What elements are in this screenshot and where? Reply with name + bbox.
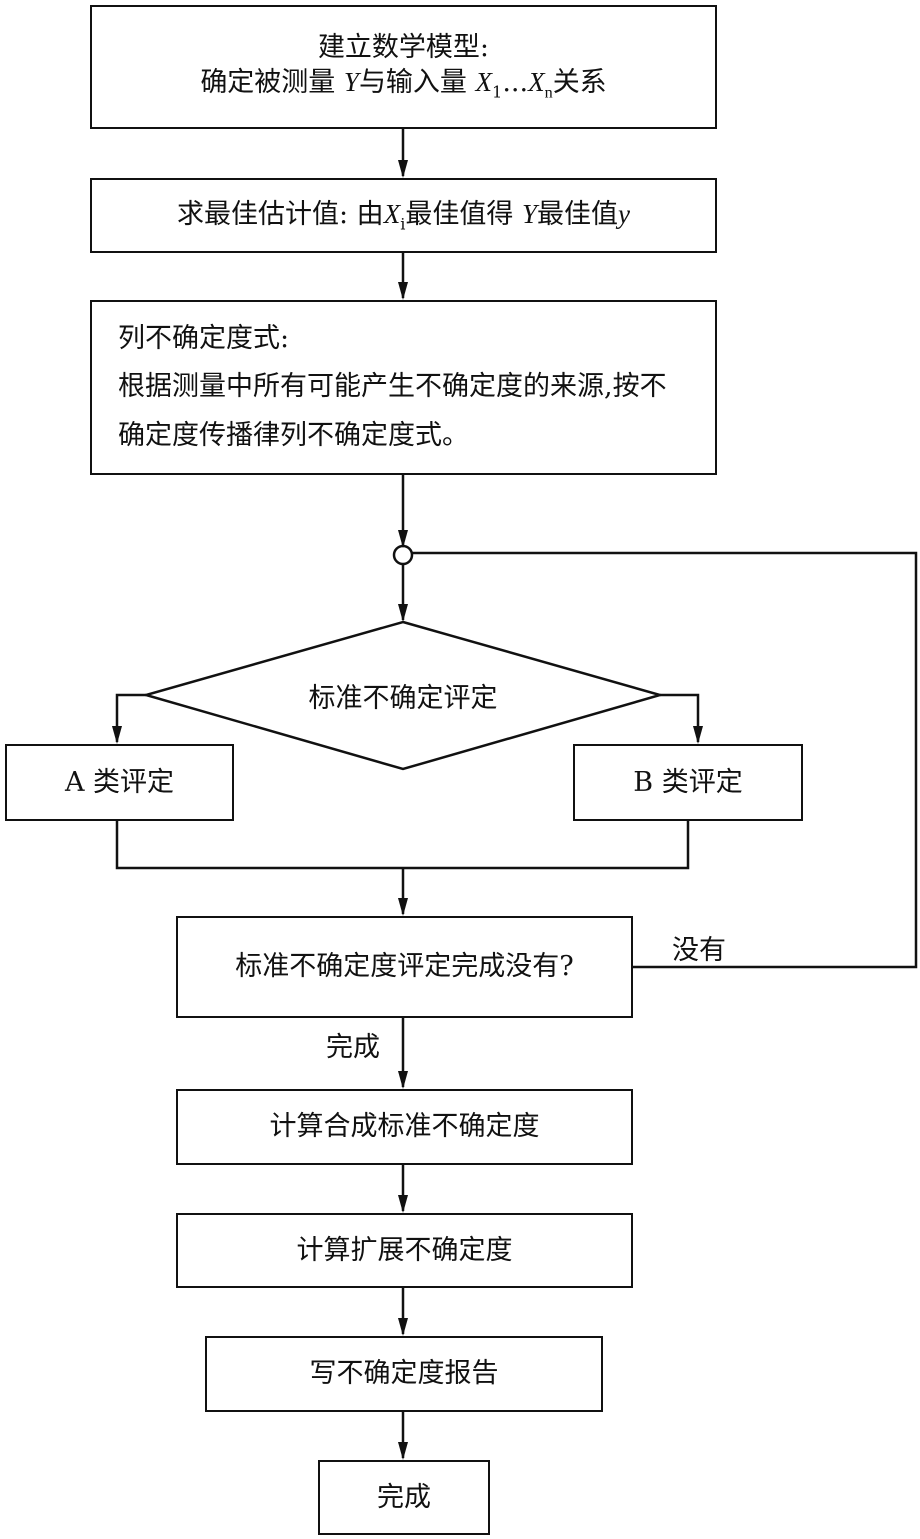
estimate-text: 求最佳估计值: 由Xi最佳值得 Y最佳值y: [177, 198, 630, 234]
arrowhead: [398, 282, 408, 300]
expanded-uncertainty-label: 计算扩展不确定度: [296, 1234, 513, 1266]
formula-description-2: 确定度传播律列不确定度式。: [118, 419, 469, 451]
arrowhead: [398, 1318, 408, 1336]
connector-feedback-loop: [412, 551, 918, 969]
decision-diamond-label: 标准不确定评定: [308, 683, 498, 714]
end-box: 完成: [318, 1460, 490, 1535]
connector-type-a-merge: [115, 820, 690, 870]
model-relation: 确定被测量 Y与输入量 X1...Xn关系: [200, 67, 607, 102]
connector-diamond-to-type-a: [115, 693, 146, 742]
arrowhead: [398, 1071, 408, 1089]
completion-check-box: 标准不确定度评定完成没有?: [176, 916, 633, 1018]
type-b-label: B 类评定: [633, 766, 743, 798]
type-b-box: B 类评定: [573, 744, 803, 821]
end-label: 完成: [377, 1481, 431, 1513]
edge-label-done: 完成: [326, 1032, 380, 1063]
arrowhead: [398, 604, 408, 622]
type-a-box: A 类评定: [5, 744, 234, 821]
report-box: 写不确定度报告: [205, 1336, 603, 1412]
model-title: 建立数学模型:: [317, 32, 490, 64]
arrowhead: [112, 726, 122, 744]
arrowhead: [398, 530, 408, 548]
model-box: 建立数学模型: 确定被测量 Y与输入量 X1...Xn关系: [90, 5, 717, 129]
arrowhead: [398, 1195, 408, 1213]
arrowhead: [398, 1442, 408, 1460]
arrowhead: [398, 898, 408, 916]
estimate-box: 求最佳估计值: 由Xi最佳值得 Y最佳值y: [90, 178, 717, 253]
combined-uncertainty-label: 计算合成标准不确定度: [269, 1111, 540, 1143]
uncertainty-formula-box: 列不确定度式: 根据测量中所有可能产生不确定度的来源,按不 确定度传播律列不确定…: [90, 300, 717, 475]
expanded-uncertainty-box: 计算扩展不确定度: [176, 1213, 633, 1288]
combined-uncertainty-box: 计算合成标准不确定度: [176, 1089, 633, 1165]
formula-description-1: 根据测量中所有可能产生不确定度的来源,按不: [118, 371, 667, 403]
report-label: 写不确定度报告: [309, 1358, 499, 1390]
junction-node: [392, 544, 414, 566]
arrowhead: [398, 160, 408, 178]
type-a-label: A 类评定: [64, 766, 175, 798]
decision-diamond-shape: [141, 620, 665, 771]
completion-check-label: 标准不确定度评定完成没有?: [235, 951, 574, 983]
arrowhead: [693, 726, 703, 744]
formula-title: 列不确定度式:: [118, 323, 290, 355]
connector-diamond-to-type-b: [660, 693, 700, 742]
edge-label-not-done: 没有: [672, 935, 726, 966]
